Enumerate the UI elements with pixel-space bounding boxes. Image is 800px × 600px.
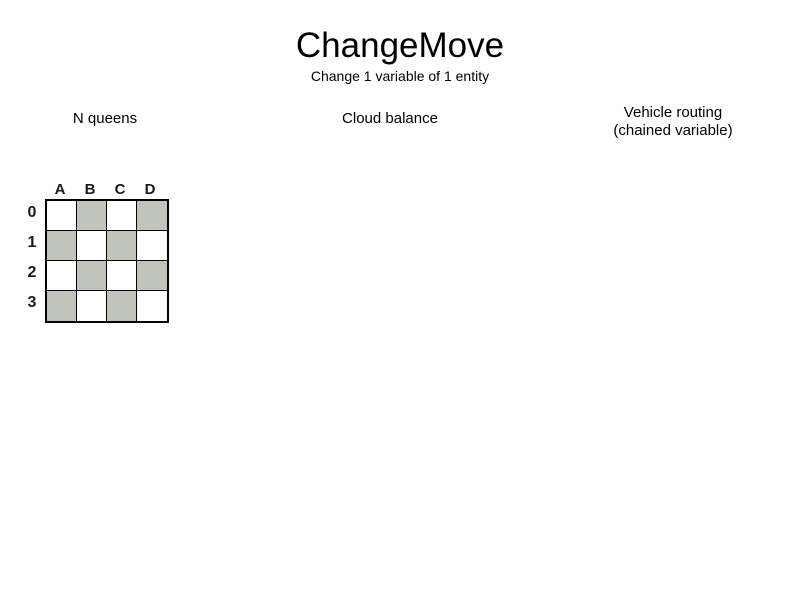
board-cell bbox=[77, 201, 107, 231]
board-row-label: 0 bbox=[27, 204, 37, 221]
board-cell bbox=[137, 231, 167, 261]
page-subtitle: Change 1 variable of 1 entity bbox=[310, 68, 490, 84]
board-cell bbox=[137, 291, 167, 321]
chess-board bbox=[45, 199, 169, 323]
board-cell bbox=[107, 231, 137, 261]
board-row-label: 2 bbox=[27, 264, 37, 281]
board-column-label: D bbox=[144, 181, 156, 198]
board-cell bbox=[77, 231, 107, 261]
board-row-label: 1 bbox=[27, 234, 37, 251]
board-row-label: 3 bbox=[27, 294, 37, 311]
board-cell bbox=[137, 201, 167, 231]
board-column-label: B bbox=[84, 181, 96, 198]
board-cell bbox=[77, 261, 107, 291]
board-cell bbox=[47, 291, 77, 321]
board-column-label: C bbox=[114, 181, 126, 198]
board-column-label: A bbox=[54, 181, 66, 198]
cloud-balance-header: Cloud balance bbox=[342, 110, 438, 127]
board-cell bbox=[107, 291, 137, 321]
page-title: ChangeMove bbox=[295, 26, 505, 65]
board-cell bbox=[77, 291, 107, 321]
board-cell bbox=[137, 261, 167, 291]
board-cell bbox=[47, 201, 77, 231]
board-cell bbox=[47, 231, 77, 261]
vehicle-routing-header-line2: (chained variable) bbox=[613, 122, 733, 139]
vehicle-routing-header: Vehicle routing (chained variable) bbox=[573, 104, 773, 140]
vehicle-routing-header-line1: Vehicle routing bbox=[623, 104, 723, 121]
board-cell bbox=[107, 201, 137, 231]
board-cell bbox=[107, 261, 137, 291]
nqueens-header: N queens bbox=[72, 110, 138, 127]
board-cell bbox=[47, 261, 77, 291]
